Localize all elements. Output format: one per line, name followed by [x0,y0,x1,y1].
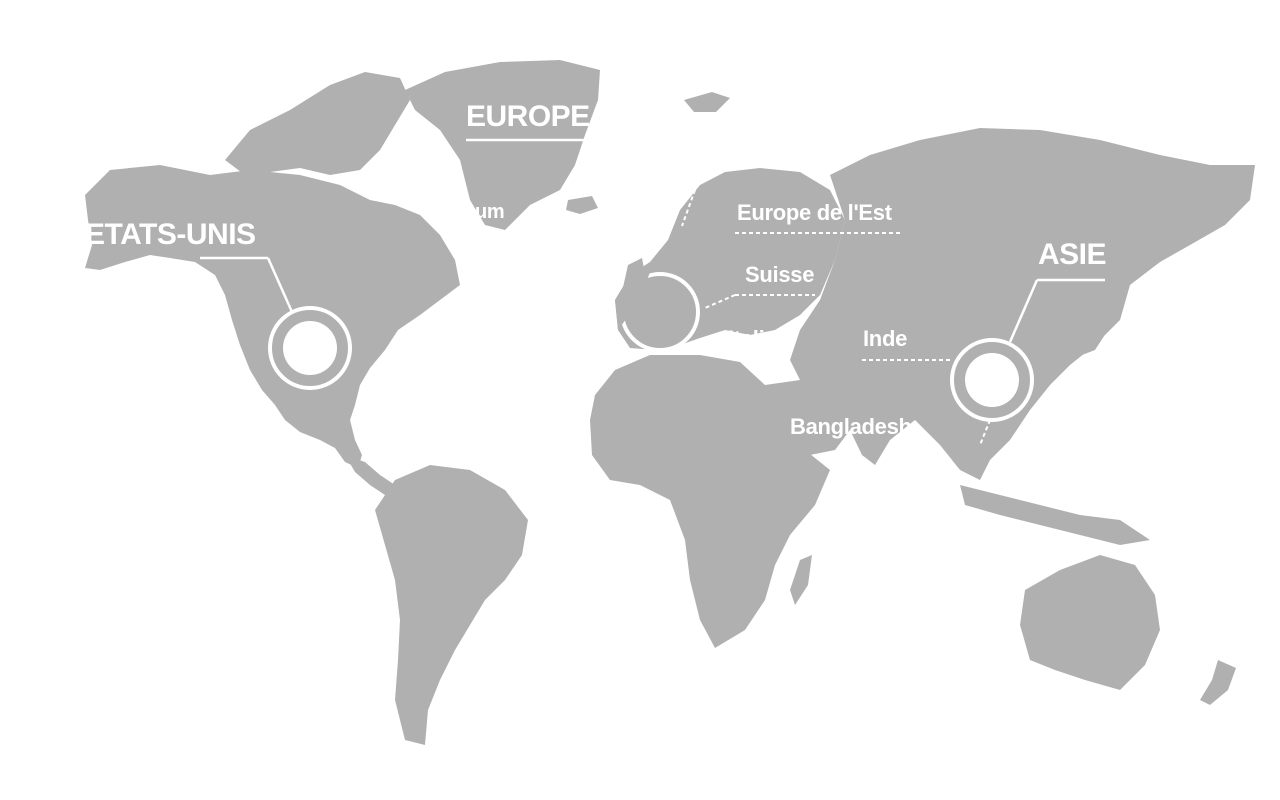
switzerland-connector [704,294,736,309]
landmass-arabia [765,380,850,455]
landmass-svalbard [684,92,730,112]
landmass-japan [1082,295,1118,355]
landmass-europe [615,168,845,350]
region-label-usa: ETATS-UNIS [85,218,256,251]
europe-marker-cover [615,272,650,330]
landmass-africa [590,355,830,648]
asia-marker-dot [965,353,1019,407]
region-label-asia: ASIE [1038,238,1106,271]
eastern-europe-connector [681,189,696,227]
landmass-iceland [566,196,598,214]
landmass-asia [790,128,1255,480]
partial-label: um [475,201,504,223]
region-label-europe: EUROPE [466,100,590,133]
country-label-eastern-europe: Europe de l'Est [737,200,893,225]
country-label-italy: Italie [728,326,776,351]
country-label-bangladesh: Bangladesh [790,414,912,439]
landmass-madagascar [790,555,812,605]
asia-marker-ring [950,338,1034,422]
landmass-new-zealand [1200,660,1236,705]
usa-marker-ring [268,306,352,390]
bangladesh-connector [979,419,991,446]
landmass-greenland [405,60,600,230]
country-label-india: Inde [863,326,907,351]
landmass-indonesia [960,485,1150,545]
landmass-south-america [375,465,528,745]
usa-leader-line-diagonal [266,257,294,313]
usa-marker-dot [283,321,337,375]
country-label-switzerland: Suisse [745,262,814,287]
landmass-arctic-islands [225,72,410,175]
landmass-australia [1020,555,1160,690]
asia-leader-line-diagonal [1008,279,1039,343]
landmass-north-america [85,165,460,468]
